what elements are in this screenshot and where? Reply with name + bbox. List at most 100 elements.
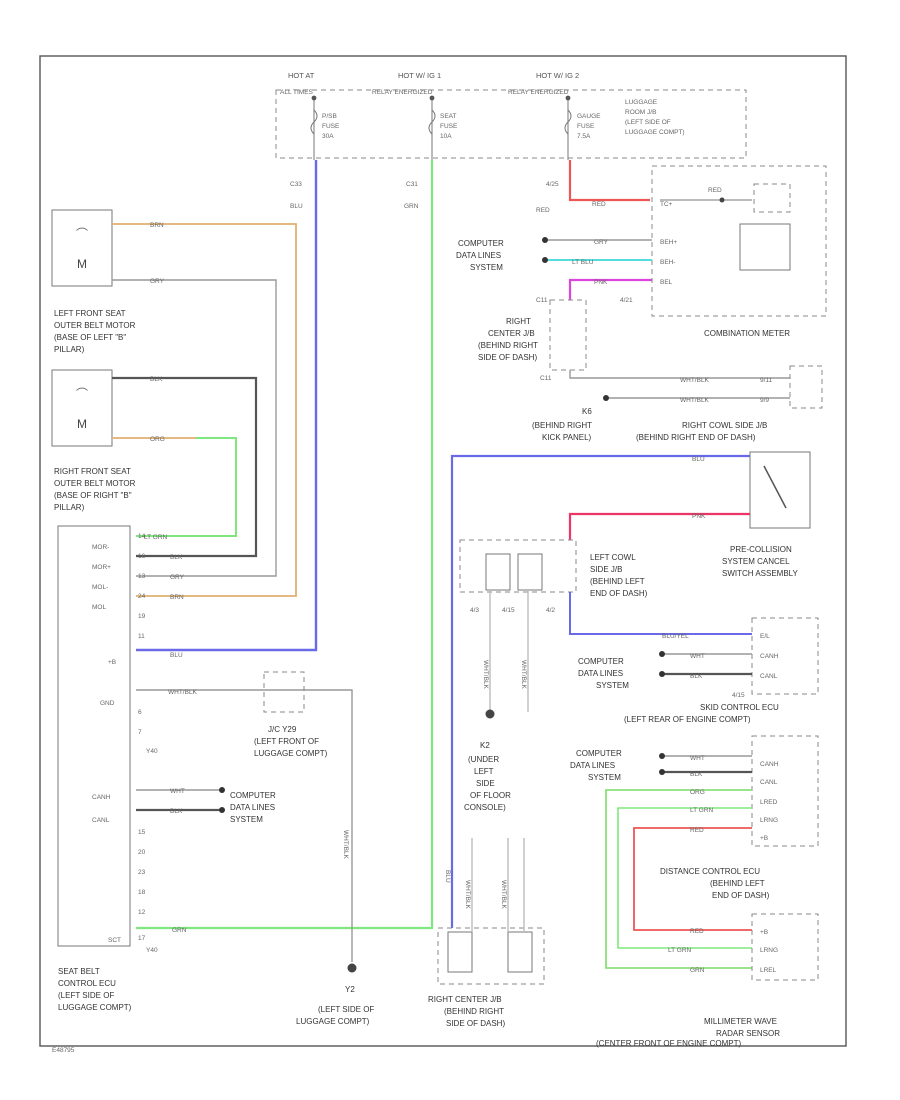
lbl-rcjb-blu: BLU xyxy=(444,870,451,883)
dist-pin-canl: CANL xyxy=(760,779,778,786)
switch-contact-icon xyxy=(763,465,787,509)
hot-ig1-sub: RELAY ENERGIZED xyxy=(372,89,433,96)
comp-meter-1: COMPUTER xyxy=(458,239,504,248)
meter-gauge xyxy=(739,223,791,271)
rcowl-pin-2: 9/9 xyxy=(760,397,769,404)
precoll-cap-3: SWITCH ASSEMBLY xyxy=(722,569,799,578)
left-motor-cap-3: (BASE OF LEFT "B" xyxy=(54,333,126,342)
hot-at-sub: ALL TIMES xyxy=(280,89,314,96)
lbl-bluyel: BLU/YEL xyxy=(662,633,689,640)
jc-y29-box xyxy=(263,671,305,713)
pin-sct: SCT xyxy=(108,937,121,944)
lbl-k2-a: WHT/BLK xyxy=(482,660,489,690)
rcjb-cap-1: RIGHT xyxy=(506,317,531,326)
lbl-rcowl-2: WHT/BLK xyxy=(680,397,710,404)
skid-pin-el: E/L xyxy=(760,633,770,640)
combination-meter-box xyxy=(651,165,827,317)
radar-cap-2: RADAR SENSOR xyxy=(716,1029,780,1038)
meter-pin-bel: BEL xyxy=(660,279,673,286)
pre-collision-switch xyxy=(749,451,811,529)
skid-can2-dot-icon xyxy=(659,671,665,677)
pin-b-plus: +B xyxy=(108,659,116,666)
lbl-dist-red: RED xyxy=(690,827,704,834)
wire-label-brn: BRN xyxy=(150,222,164,229)
lcowl-cap-3: (BEHIND LEFT xyxy=(590,577,645,586)
fuse1-line3: 30A xyxy=(322,133,334,140)
lbl-radar-grn: GRN xyxy=(690,967,705,974)
comp-skid-2: DATA LINES xyxy=(578,669,623,678)
rcowl-small-box xyxy=(789,365,823,409)
right-motor-cap-1: RIGHT FRONT SEAT xyxy=(54,467,131,476)
hot-at-label: HOT AT xyxy=(288,71,315,80)
radar-pin-lrel: LREL xyxy=(760,967,777,974)
fuse-2-icon xyxy=(428,109,436,135)
comp-meter-2: DATA LINES xyxy=(456,251,501,260)
conn-4-25: 4/25 xyxy=(546,181,559,188)
ecu-conn-y40-b: Y40 xyxy=(146,947,158,954)
motor-icon-2: M xyxy=(77,417,87,431)
lbl-skid-blk: BLK xyxy=(690,673,703,680)
lcowl-box xyxy=(459,539,577,593)
rcowl-cap-2: (BEHIND RIGHT END OF DASH) xyxy=(636,433,756,442)
pin-num-14: 17 xyxy=(138,935,146,942)
rcjb-cap-3: (BEHIND RIGHT xyxy=(478,341,538,350)
hot-ig2-sub: RELAY ENERGIZED xyxy=(508,89,569,96)
radar-box xyxy=(751,913,819,981)
skid-can1-dot-icon xyxy=(659,651,665,657)
pin-num-10: 20 xyxy=(138,849,146,856)
wire-blu-precoll xyxy=(450,454,750,928)
pin-num-11: 23 xyxy=(138,869,146,876)
skid-ecu-box xyxy=(751,617,819,695)
radar-pin-b: +B xyxy=(760,929,768,936)
fuse1-line1: P/SB xyxy=(322,113,337,120)
hot-ig2-label: HOT W/ IG 2 xyxy=(536,71,579,80)
pin-num-4: 24 xyxy=(138,593,146,600)
lbl-rcjb-b-1: WHT/BLK xyxy=(464,880,471,910)
wire-label-blk: BLK xyxy=(150,376,163,383)
conn-c33: C33 xyxy=(290,181,302,188)
wire-red-meter xyxy=(568,160,650,202)
lbl-brn-ecu: BRN xyxy=(170,594,184,601)
ecu-cap-1: SEAT BELT xyxy=(58,967,100,976)
jb-luggage-1: LUGGAGE xyxy=(625,99,658,106)
meter-conn: 4/21 xyxy=(620,297,633,304)
canh-dot-icon xyxy=(219,787,225,793)
lcowl-cap-1: LEFT COWL xyxy=(590,553,636,562)
lbl-pnk-precoll: PNK xyxy=(692,513,706,520)
jc-cap-2: (LEFT FRONT OF xyxy=(254,737,319,746)
wire-label-gry: GRY xyxy=(150,278,165,285)
ecu-conn-y40: Y40 xyxy=(146,748,158,755)
rcjb-b-cap-3: SIDE OF DASH) xyxy=(446,1019,505,1028)
pin-canl: CANL xyxy=(92,817,110,824)
ecu-cap-4: LUGGAGE COMPT) xyxy=(58,1003,132,1012)
pin-mor-plus: MOR+ xyxy=(92,564,111,571)
dist-can1-dot-icon xyxy=(659,753,665,759)
skid-cap-2: (LEFT REAR OF ENGINE COMPT) xyxy=(624,715,751,724)
fuse3-line2: FUSE xyxy=(577,123,595,130)
lbl-pnk: PNK xyxy=(594,279,608,286)
wire-label-blu-2: BLU xyxy=(170,652,183,659)
pin-num-12: 18 xyxy=(138,889,146,896)
lbl-whtblk-vert: WHT/BLK xyxy=(342,830,349,860)
skid-pin-canh: CANH xyxy=(760,653,779,660)
lbl-radar-ltgrn: LT GRN xyxy=(668,947,692,954)
jb-luggage-2: ROOM J/B xyxy=(625,109,656,116)
pin-num-2: 16 xyxy=(138,553,146,560)
comp-dist-3: SYSTEM xyxy=(588,773,621,782)
jb-luggage-4: LUGGAGE COMPT) xyxy=(625,129,685,136)
rcowl-pin-1: 9/11 xyxy=(760,377,773,384)
rcjb-b-cap-1: RIGHT CENTER J/B xyxy=(428,995,502,1004)
rcjb-cap-4: SIDE OF DASH) xyxy=(478,353,537,362)
lbl-dist-wht: WHT xyxy=(690,755,705,762)
right-motor-cap-2: OUTER BELT MOTOR xyxy=(54,479,136,488)
reference-code: E48795 xyxy=(52,1047,75,1054)
k6-label: K6 xyxy=(582,407,592,416)
fuse2-line2: FUSE xyxy=(440,123,458,130)
wire-label-grn-2: GRN xyxy=(172,927,187,934)
lbl-gry-ecu: GRY xyxy=(170,574,185,581)
lcowl-conn-2: 4/15 xyxy=(502,607,515,614)
dist-pin-lrng: LRNG xyxy=(760,817,778,824)
fuse3-line1: GAUGE xyxy=(577,113,601,120)
power-distribution-box xyxy=(275,89,747,159)
fuse2-line3: 10A xyxy=(440,133,452,140)
